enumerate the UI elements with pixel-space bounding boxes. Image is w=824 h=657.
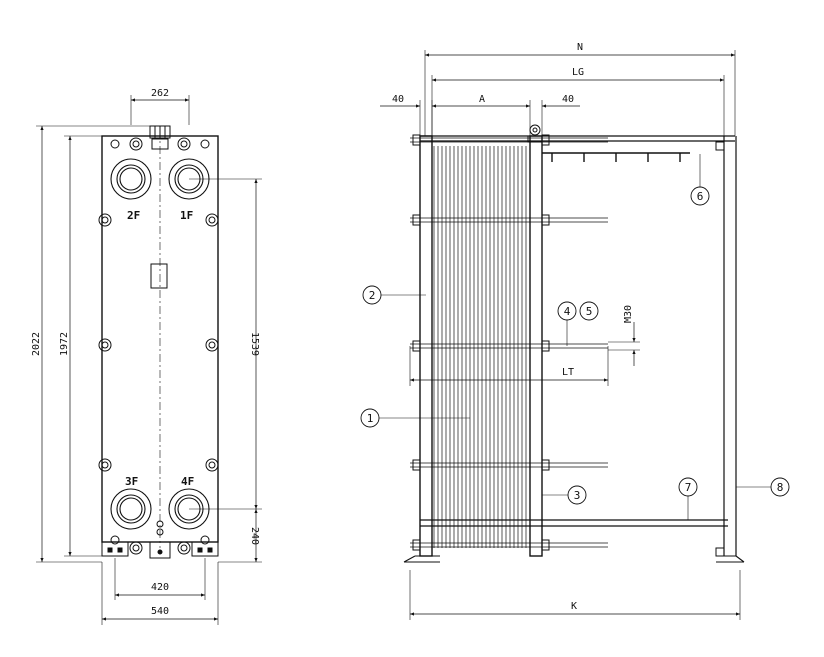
svg-text:N: N bbox=[577, 42, 583, 53]
balloon-1: 1 bbox=[360, 408, 470, 428]
dim-lt: LT bbox=[409, 346, 609, 386]
svg-text:1972: 1972 bbox=[59, 332, 70, 356]
svg-text:40: 40 bbox=[392, 94, 404, 105]
balloon-8: 8 bbox=[736, 477, 790, 497]
svg-text:3: 3 bbox=[574, 489, 581, 502]
port-label-1f: 1F bbox=[180, 209, 193, 222]
balloon-4: 4 bbox=[557, 301, 577, 346]
bolt-nut bbox=[412, 459, 421, 471]
svg-text:262: 262 bbox=[151, 88, 169, 99]
svg-text:7: 7 bbox=[685, 481, 692, 494]
svg-text:K: K bbox=[571, 601, 577, 612]
bolt-nut bbox=[541, 340, 550, 352]
port-label-3f: 3F bbox=[125, 475, 138, 488]
tightening-bolts bbox=[410, 134, 608, 551]
side-view: N LG 40 A 40 LT bbox=[360, 42, 790, 620]
front-view: 2F 1F 3F 4F 262 2022 1972 bbox=[31, 88, 262, 625]
front-feet bbox=[101, 520, 219, 559]
dim-1539: 1539 bbox=[189, 178, 262, 510]
balloon-5: 5 bbox=[579, 301, 599, 321]
fixed-frame-plate bbox=[419, 135, 433, 557]
dim-262: 262 bbox=[130, 88, 190, 125]
corner-bolt-holes bbox=[110, 137, 210, 555]
dim-n: N bbox=[424, 42, 736, 136]
dim-1972: 1972 bbox=[59, 135, 102, 557]
dim-2022: 2022 bbox=[31, 125, 150, 563]
top-bolt-cluster bbox=[149, 125, 171, 150]
svg-text:4: 4 bbox=[564, 305, 571, 318]
svg-text:A: A bbox=[479, 94, 485, 105]
svg-text:5: 5 bbox=[586, 305, 593, 318]
svg-text:540: 540 bbox=[151, 606, 169, 617]
bolt-nut bbox=[412, 134, 421, 146]
svg-text:LG: LG bbox=[572, 67, 584, 78]
plate-pack bbox=[433, 146, 527, 548]
balloon-6: 6 bbox=[690, 154, 710, 206]
svg-text:240: 240 bbox=[249, 527, 260, 545]
upper-guide-bar bbox=[420, 135, 735, 142]
lower-guide-bar bbox=[420, 519, 728, 527]
dim-540: 540 bbox=[101, 562, 219, 625]
svg-text:1: 1 bbox=[367, 412, 374, 425]
svg-text:LT: LT bbox=[562, 367, 574, 378]
bolt-nut bbox=[412, 214, 421, 226]
balloon-7: 7 bbox=[678, 477, 698, 520]
port-label-2f: 2F bbox=[127, 209, 140, 222]
svg-text:420: 420 bbox=[151, 582, 169, 593]
nameplate bbox=[150, 263, 168, 289]
svg-text:8: 8 bbox=[777, 481, 784, 494]
bolt-nut bbox=[412, 340, 421, 352]
dim-a-row: 40 A 40 bbox=[380, 94, 580, 136]
side-bolts bbox=[98, 213, 219, 472]
svg-text:2022: 2022 bbox=[31, 332, 42, 356]
dim-lg: LG bbox=[431, 67, 725, 136]
balloon-2: 2 bbox=[362, 285, 426, 305]
bracket-comb bbox=[542, 152, 690, 162]
svg-text:2: 2 bbox=[369, 289, 376, 302]
support-column bbox=[715, 136, 737, 557]
bolt-nut bbox=[541, 539, 550, 551]
dim-240: 240 bbox=[218, 509, 262, 563]
dim-420: 420 bbox=[114, 558, 206, 600]
balloon-3: 3 bbox=[542, 485, 587, 505]
bolt-nut bbox=[541, 459, 550, 471]
dim-m30: M30 bbox=[608, 305, 640, 366]
pressure-plate bbox=[529, 135, 543, 557]
dim-k: K bbox=[409, 570, 741, 620]
svg-text:40: 40 bbox=[562, 94, 574, 105]
bolt-nut bbox=[541, 214, 550, 226]
svg-text:M30: M30 bbox=[623, 305, 634, 323]
port-label-4f: 4F bbox=[181, 475, 194, 488]
svg-text:1539: 1539 bbox=[249, 332, 260, 356]
side-feet bbox=[403, 555, 745, 563]
bolt-nut bbox=[412, 539, 421, 551]
svg-text:6: 6 bbox=[697, 190, 704, 203]
